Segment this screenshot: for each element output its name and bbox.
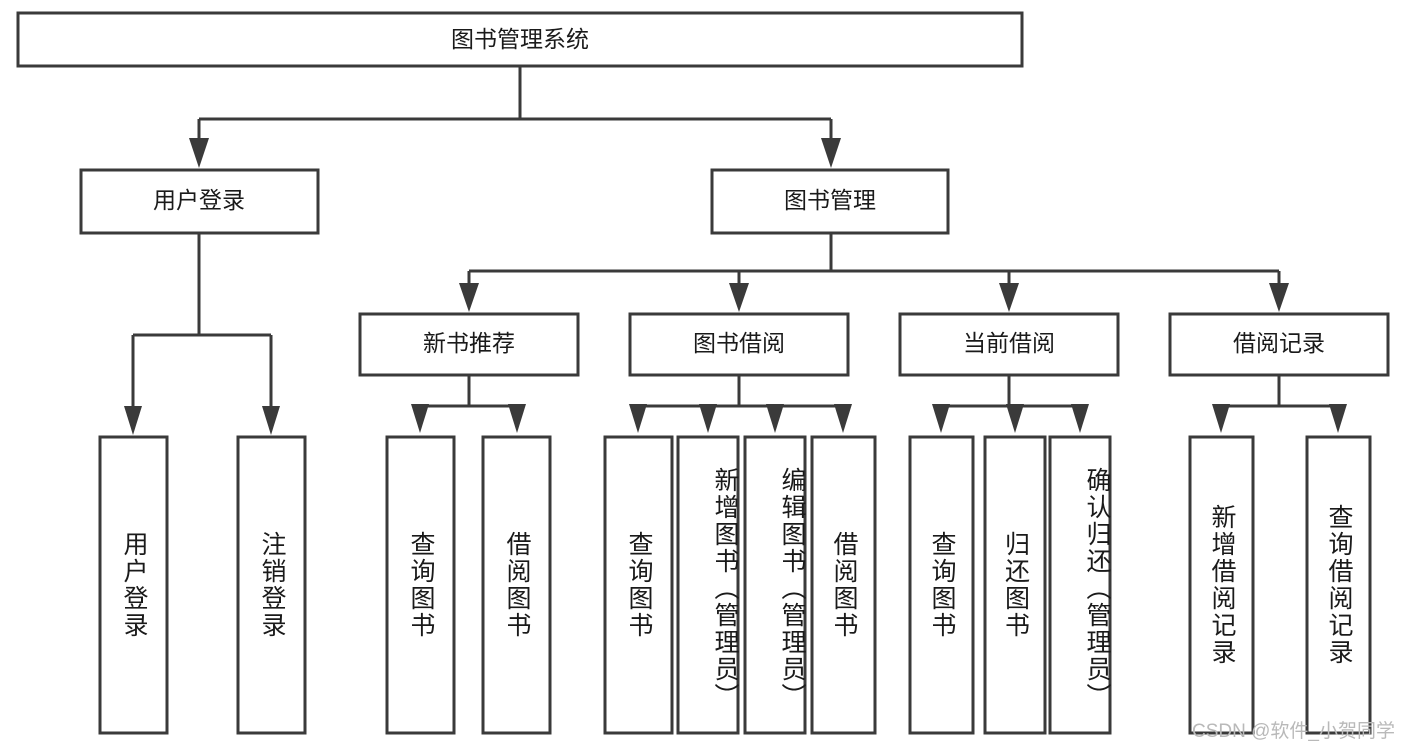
arrowhead-icon	[1071, 404, 1089, 433]
node-box-current-borrow[interactable]	[898, 312, 1120, 377]
node-label-book-borrow: 图书借阅	[693, 330, 785, 356]
arrowhead-icon	[699, 404, 717, 433]
arrowhead-icon	[189, 138, 209, 168]
connector-user-login-to-leaves	[124, 233, 280, 435]
connector-new-book-rec-to-leaves	[411, 375, 526, 433]
node-box-leaf-borrow-book-2[interactable]	[810, 435, 877, 735]
arrowhead-icon	[1329, 404, 1347, 433]
connector-borrow-record-to-leaves	[1212, 375, 1347, 433]
arrowhead-icon	[508, 404, 526, 433]
node-label-borrow-record: 借阅记录	[1233, 330, 1325, 356]
arrowhead-icon	[262, 406, 280, 435]
node-label-user-login: 用户登录	[153, 187, 245, 213]
node-label-book-manage: 图书管理	[784, 187, 876, 213]
connector-root-to-level2	[189, 66, 841, 168]
node-box-leaf-edit-book[interactable]	[743, 435, 807, 735]
connector-current-borrow-to-leaves	[932, 375, 1089, 433]
arrowhead-icon	[1006, 404, 1024, 433]
node-box-leaf-borrow-book-1[interactable]	[481, 435, 552, 735]
arrowhead-icon	[932, 404, 950, 433]
node-box-leaf-add-book[interactable]	[676, 435, 740, 735]
node-box-leaf-query-record[interactable]	[1305, 435, 1372, 735]
node-current-borrow[interactable]: 当前借阅	[898, 312, 1120, 377]
node-box-new-book-rec[interactable]	[358, 312, 580, 377]
node-box-leaf-return-book[interactable]	[983, 435, 1047, 735]
node-label-current-borrow: 当前借阅	[963, 330, 1055, 356]
arrowhead-icon	[124, 406, 142, 435]
arrowhead-icon	[459, 283, 479, 312]
node-box-leaf-user-logout[interactable]	[236, 435, 307, 735]
arrowhead-icon	[766, 404, 784, 433]
arrowhead-icon	[1269, 283, 1289, 312]
node-box-book-borrow[interactable]	[628, 312, 850, 377]
node-box-root[interactable]	[16, 11, 1024, 68]
arrowhead-icon	[821, 138, 841, 168]
arrowhead-icon	[411, 404, 429, 433]
node-new-book-rec[interactable]: 新书推荐	[358, 312, 580, 377]
node-book-borrow[interactable]: 图书借阅	[628, 312, 850, 377]
connector-book-borrow-to-leaves	[629, 375, 852, 433]
node-box-leaf-query-book-3[interactable]	[908, 435, 975, 735]
node-box-leaf-user-login[interactable]	[98, 435, 169, 735]
arrowhead-icon	[629, 404, 647, 433]
arrowhead-icon	[729, 283, 749, 312]
node-box-leaf-query-book-2[interactable]	[603, 435, 674, 735]
node-box-borrow-record[interactable]	[1168, 312, 1390, 377]
node-box-book-manage[interactable]	[710, 168, 950, 235]
node-book-manage[interactable]: 图书管理	[710, 168, 950, 235]
node-label-new-book-rec: 新书推荐	[423, 330, 515, 356]
csdn-watermark: CSDN @软件_小贺同学	[1192, 721, 1395, 742]
node-root[interactable]: 图书管理系统	[16, 11, 1024, 68]
node-box-leaf-confirm-return[interactable]	[1048, 435, 1112, 735]
node-label-root: 图书管理系统	[451, 26, 589, 52]
node-user-login[interactable]: 用户登录	[79, 168, 320, 235]
connector-book-manage-to-level3	[459, 233, 1289, 312]
node-box-user-login[interactable]	[79, 168, 320, 235]
node-box-leaf-query-book-1[interactable]	[385, 435, 456, 735]
arrowhead-icon	[999, 283, 1019, 312]
node-borrow-record[interactable]: 借阅记录	[1168, 312, 1390, 377]
node-box-leaf-add-record[interactable]	[1188, 435, 1255, 735]
arrowhead-icon	[834, 404, 852, 433]
arrowhead-icon	[1212, 404, 1230, 433]
